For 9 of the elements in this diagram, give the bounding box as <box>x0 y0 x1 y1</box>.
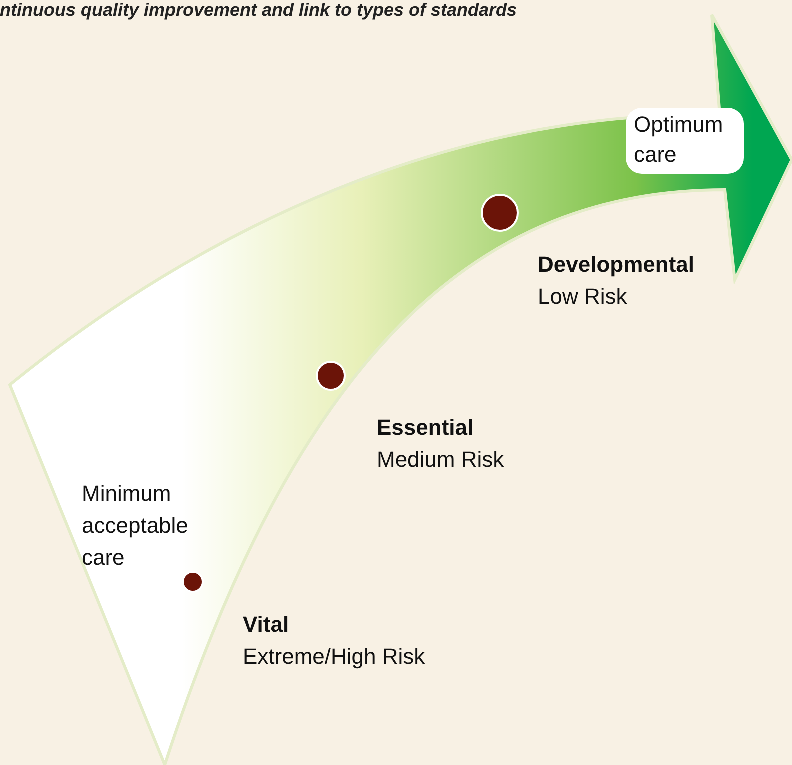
title: ntinuous quality improvement and link to types of standards <box>0 0 518 21</box>
risk-label: Medium Risk <box>377 446 504 474</box>
category-heading: Vital <box>243 611 290 639</box>
risk-label: Extreme/High Risk <box>243 643 426 671</box>
arrow-label: Minimum acceptable care <box>82 480 190 572</box>
risk-label: Low Risk <box>538 283 628 311</box>
label-box: Optimum care <box>626 108 744 174</box>
category-heading: Developmental <box>538 251 694 279</box>
category-heading: Essential <box>377 414 474 442</box>
